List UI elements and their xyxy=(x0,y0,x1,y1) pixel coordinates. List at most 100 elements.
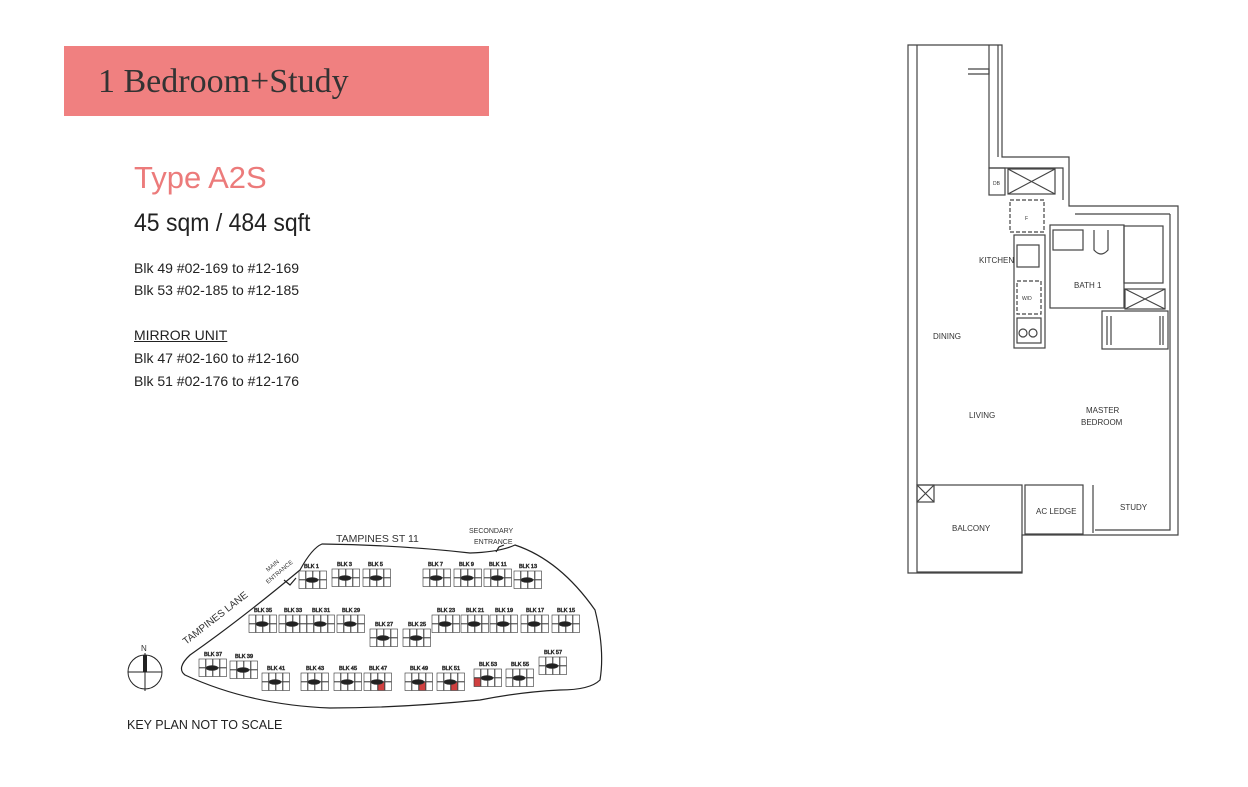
block-blk-13: BLK 13 xyxy=(513,564,542,589)
block-core xyxy=(313,621,327,627)
unit-outline xyxy=(306,623,314,633)
block-blk-51: BLK 51 xyxy=(436,666,465,691)
block-blk-11: BLK 11 xyxy=(483,562,512,587)
unit-outline xyxy=(319,570,327,580)
unit-outline xyxy=(300,681,308,691)
north-label: N xyxy=(141,644,147,653)
unit-outline xyxy=(299,623,307,633)
unit-outline xyxy=(333,672,341,682)
block-core xyxy=(490,575,504,581)
block-label: BLK 35 xyxy=(254,608,272,614)
unit-outline xyxy=(431,623,439,633)
unit-type: Type A2S xyxy=(134,160,267,195)
block-label: BLK 23 xyxy=(437,608,455,614)
unit-outline xyxy=(331,577,339,587)
block-core xyxy=(255,621,269,627)
unit-outline xyxy=(354,672,362,682)
block-label: BLK 11 xyxy=(489,562,507,568)
unit-outline xyxy=(336,623,344,633)
block-label: BLK 51 xyxy=(442,666,460,672)
unit-outline xyxy=(321,681,329,691)
block-blk-17: BLK 17 xyxy=(520,608,549,633)
room-label-ac-ledge: AC LEDGE xyxy=(1036,507,1076,516)
unit-outline xyxy=(425,672,433,682)
unit-outline xyxy=(473,668,481,678)
unit-outline xyxy=(538,656,546,666)
unit-outline xyxy=(269,623,277,633)
fridge-space xyxy=(1009,199,1045,233)
unit-outline xyxy=(505,668,513,678)
block-core xyxy=(340,679,354,685)
secondary-entrance-label: ENTRANCE xyxy=(474,539,513,546)
block-core xyxy=(370,679,384,685)
unit-outline xyxy=(300,672,308,682)
page-title: 1 Bedroom+Study xyxy=(98,63,349,100)
room-label: F xyxy=(1025,216,1028,222)
block-blk-25: BLK 25 xyxy=(402,622,431,647)
kitchen-counter xyxy=(1013,234,1046,349)
block-blk-45: BLK 45 xyxy=(333,666,362,691)
block-blk-9: BLK 9 xyxy=(453,562,482,587)
room-label-master: BEDROOM xyxy=(1081,418,1123,427)
unit-outline xyxy=(369,637,377,647)
unit-outline xyxy=(327,623,335,633)
room-label: W/D xyxy=(1022,296,1032,302)
unit-outline xyxy=(489,623,497,633)
unit-outline xyxy=(278,614,286,624)
unit-outline xyxy=(333,681,341,691)
shaft xyxy=(1007,168,1056,195)
block-blk-21: BLK 21 xyxy=(460,608,489,633)
unit-outline xyxy=(248,623,256,633)
block-label: BLK 47 xyxy=(369,666,387,672)
block-blk-43: BLK 43 xyxy=(300,666,329,691)
unit-outline xyxy=(551,614,559,624)
key-plan-note: KEY PLAN NOT TO SCALE xyxy=(127,718,283,732)
unit-outline xyxy=(460,614,468,624)
secondary-entrance-label: SECONDARY xyxy=(469,528,514,535)
mirror-stack: Blk 47 #02-160 to #12-160 xyxy=(134,350,300,366)
block-core xyxy=(236,667,250,673)
unit-outline xyxy=(219,667,227,677)
unit-outline xyxy=(404,681,412,691)
unit-outline xyxy=(390,637,398,647)
unit-outline xyxy=(354,681,362,691)
unit-outline xyxy=(298,570,306,580)
block-core xyxy=(443,679,457,685)
unit-outline xyxy=(473,677,481,687)
block-label: BLK 37 xyxy=(204,652,222,658)
block-label: BLK 1 xyxy=(304,564,319,570)
unit-outline xyxy=(436,672,444,682)
unit-outline xyxy=(425,681,433,691)
room-label-bath: BATH 1 xyxy=(1074,281,1102,290)
unit-outline xyxy=(431,614,439,624)
block-label: BLK 57 xyxy=(544,650,562,656)
unit-outline xyxy=(369,628,377,638)
unit-outline xyxy=(219,658,227,668)
block-label: BLK 45 xyxy=(339,666,357,672)
block-label: BLK 43 xyxy=(306,666,324,672)
unit-outline xyxy=(282,681,290,691)
block-blk-47: BLK 47 xyxy=(363,666,392,691)
unit-outline xyxy=(457,672,465,682)
block-blk-33: BLK 33 xyxy=(278,608,307,633)
block-label: BLK 5 xyxy=(368,562,383,568)
unit-outline xyxy=(513,570,521,580)
block-core xyxy=(338,575,352,581)
block-blk-23: BLK 23 xyxy=(431,608,460,633)
unit-outline xyxy=(269,614,277,624)
block-core xyxy=(409,635,423,641)
block-blk-27: BLK 27 xyxy=(369,622,398,647)
unit-outline xyxy=(383,577,391,587)
block-label: BLK 7 xyxy=(428,562,443,568)
block-blk-57: BLK 57 xyxy=(538,650,567,675)
unit-outline xyxy=(357,623,365,633)
unit-outline xyxy=(460,623,468,633)
unit-size: 45 sqm / 484 sqft xyxy=(134,209,311,237)
unit-outline xyxy=(559,656,567,666)
unit-outline xyxy=(422,568,430,578)
block-label: BLK 31 xyxy=(312,608,330,614)
unit-stack: Blk 53 #02-185 to #12-185 xyxy=(134,282,300,298)
unit-outline xyxy=(352,577,360,587)
block-label: BLK 33 xyxy=(284,608,302,614)
